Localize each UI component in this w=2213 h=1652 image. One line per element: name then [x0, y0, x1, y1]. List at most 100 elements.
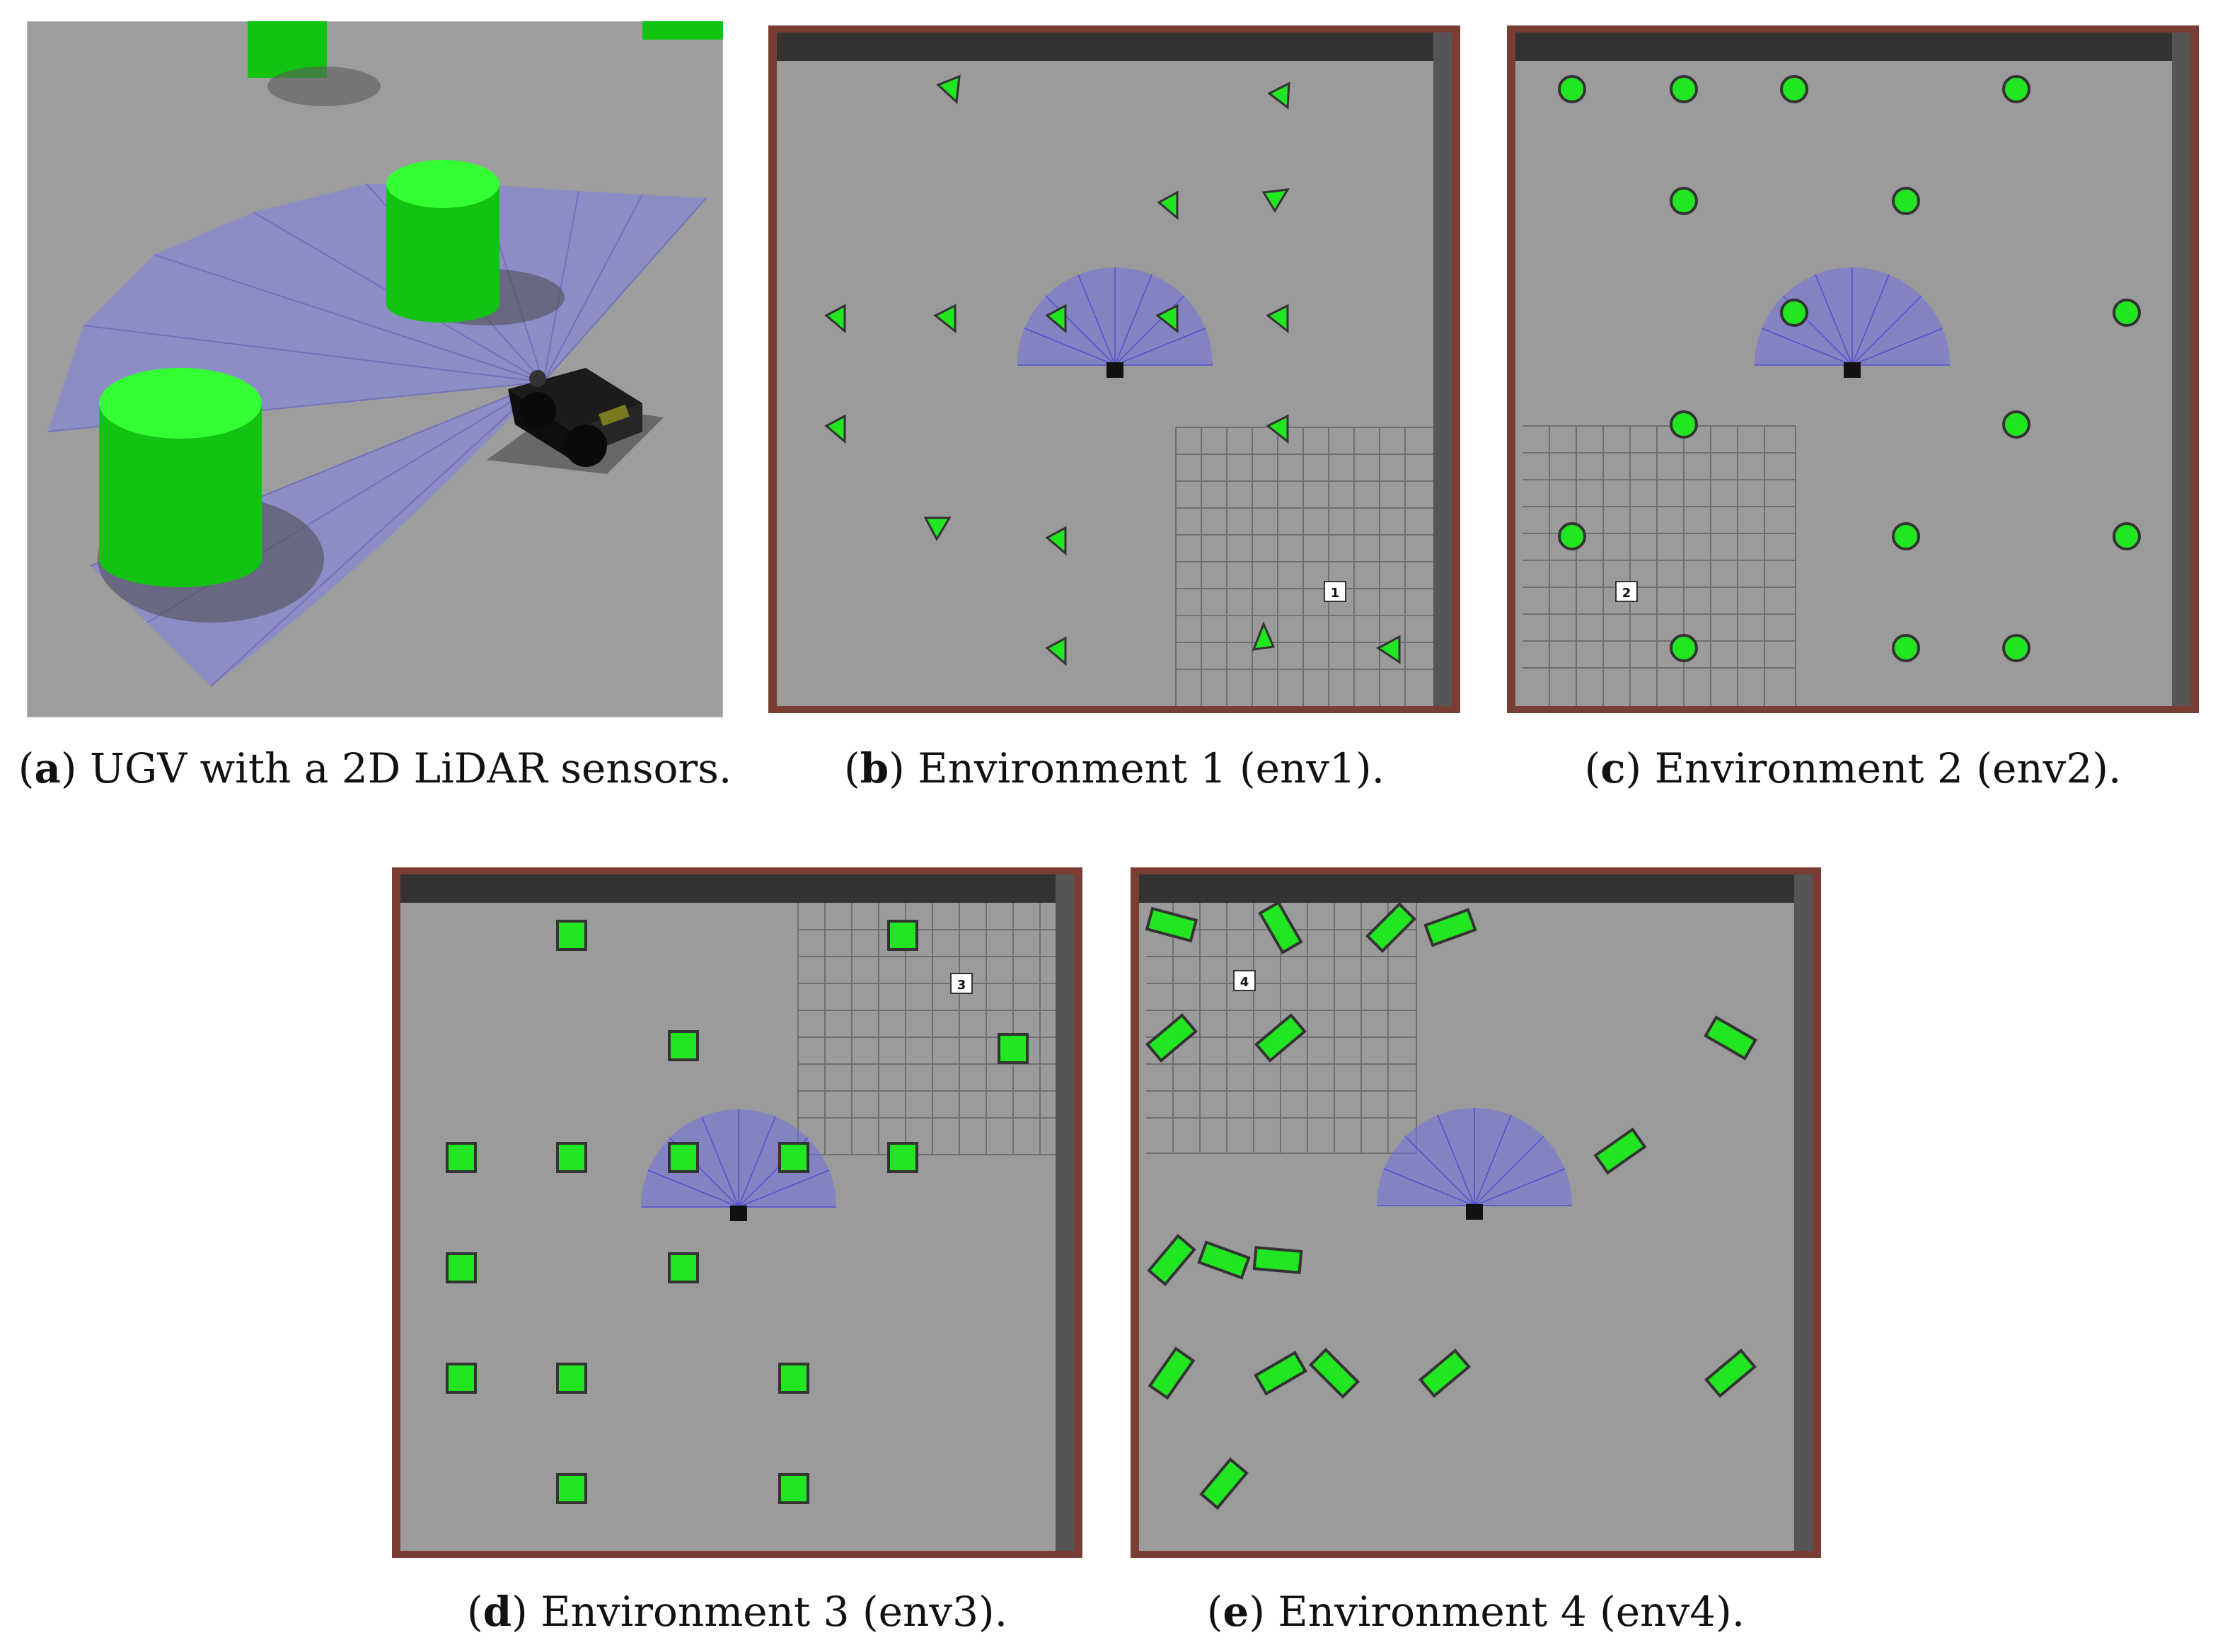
box-obstacle — [1418, 1348, 1471, 1398]
cylinder-obstacle — [1892, 634, 1920, 662]
cube-obstacle — [446, 1142, 477, 1173]
panel-e-image: 4 — [1131, 867, 1821, 1558]
cylinder-obstacle — [1558, 522, 1586, 550]
panel-tag: d — [483, 1588, 512, 1636]
panel-tag: b — [860, 744, 889, 792]
panel-c-image: 2 — [1507, 25, 2199, 713]
box-obstacle — [1258, 901, 1303, 954]
goal-marker — [950, 973, 973, 994]
cube-obstacle — [668, 1142, 699, 1173]
cylinder-obstacle — [1670, 75, 1698, 103]
goal-label: 1 — [1331, 586, 1340, 601]
box-obstacle — [1147, 1234, 1196, 1286]
cube-obstacle — [778, 1142, 809, 1173]
robot — [1466, 1204, 1483, 1220]
cube-obstacle — [556, 1473, 587, 1504]
caption-e: (e) Environment 4 (env4). — [1206, 1588, 1745, 1636]
cube-obstacle — [778, 1363, 809, 1394]
caption-a: (a) UGV with a 2D LiDAR sensors. — [18, 744, 732, 792]
cylinder-obstacle — [1670, 634, 1698, 662]
cube-obstacle — [887, 920, 918, 951]
env4-map: 4 — [1131, 867, 1821, 1558]
cylinder-obstacle — [1558, 75, 1586, 103]
cylinder-obstacle — [1780, 75, 1808, 103]
caption-d: (d) Environment 3 (env3). — [466, 1588, 1008, 1636]
triangle-obstacle — [1045, 526, 1067, 556]
cube-obstacle — [556, 1142, 587, 1173]
cylinder-obstacle — [1780, 299, 1808, 327]
cube-obstacle — [998, 1033, 1029, 1064]
triangle-obstacle — [1266, 304, 1289, 334]
box-obstacle — [1704, 1015, 1757, 1061]
triangle-obstacle — [1376, 635, 1401, 664]
ugv-scene — [27, 21, 723, 717]
triangle-obstacle — [1045, 304, 1067, 334]
caption-text: Environment 4 (env4). — [1278, 1588, 1745, 1636]
box-obstacle — [1593, 1127, 1647, 1175]
cylinder-obstacle — [2002, 634, 2030, 662]
caption-text: Environment 2 (env2). — [1654, 744, 2122, 792]
box-obstacle — [1197, 1240, 1251, 1280]
triangle-obstacle — [923, 516, 952, 542]
panel-tag: a — [34, 744, 61, 792]
cylinder-obstacle — [2002, 410, 2030, 439]
goal-marker — [1233, 970, 1256, 991]
triangle-obstacle — [1261, 188, 1290, 213]
env2-map: 2 — [1507, 25, 2199, 713]
panel-b-image: 1 — [768, 25, 1460, 713]
triangle-obstacle — [824, 304, 846, 334]
box-obstacle — [1145, 906, 1198, 943]
panel-a-image — [27, 21, 723, 717]
cube-obstacle — [556, 920, 587, 951]
triangle-obstacle — [1155, 304, 1179, 334]
triangle-obstacle — [1045, 636, 1067, 666]
box-obstacle — [1704, 1348, 1757, 1398]
robot — [1844, 362, 1861, 378]
goal-label: 4 — [1240, 975, 1249, 990]
box-obstacle — [1308, 1347, 1360, 1399]
robot — [730, 1206, 747, 1221]
caption-text: Environment 1 (env1). — [918, 744, 1385, 792]
env1-map: 1 — [768, 25, 1460, 713]
box-obstacle — [1145, 1013, 1198, 1063]
cube-obstacle — [446, 1252, 477, 1283]
goal-marker — [1615, 581, 1638, 602]
cube-obstacle — [446, 1363, 477, 1394]
cube-obstacle — [556, 1363, 587, 1394]
box-obstacle — [1199, 1457, 1249, 1510]
panel-d-image: 3 — [392, 867, 1082, 1558]
floor-grid — [1175, 427, 1433, 706]
cylinder-obstacle — [1670, 410, 1698, 439]
caption-c: (c) Environment 2 (env2). — [1584, 744, 2122, 792]
box-obstacle — [1423, 908, 1477, 947]
triangle-obstacle — [1266, 414, 1289, 444]
floor-grid — [1522, 425, 1796, 706]
goal-label: 3 — [957, 978, 966, 993]
box-obstacle — [1365, 901, 1417, 954]
box-obstacle — [1254, 1351, 1307, 1396]
triangle-obstacle — [824, 414, 846, 444]
panel-tag: e — [1223, 1588, 1249, 1636]
goal-marker — [1324, 581, 1346, 602]
cylinder-obstacle — [1670, 187, 1698, 215]
cylinder-obstacle — [1892, 522, 1920, 550]
caption-text: UGV with a 2D LiDAR sensors. — [90, 744, 732, 792]
cube-obstacle — [778, 1473, 809, 1504]
cube-obstacle — [887, 1142, 918, 1173]
cylinder-obstacle — [642, 21, 723, 40]
panel-tag: c — [1600, 744, 1626, 792]
robot — [1106, 362, 1123, 378]
cube-obstacle — [668, 1030, 699, 1061]
cylinder-obstacle — [2113, 522, 2141, 550]
box-obstacle — [1148, 1346, 1196, 1400]
triangle-obstacle — [1267, 81, 1290, 110]
triangle-obstacle — [1157, 190, 1179, 221]
cylinder-obstacle — [2002, 75, 2030, 103]
box-obstacle — [1252, 1246, 1303, 1274]
cylinder-obstacle — [1892, 187, 1920, 215]
floor-grid — [797, 903, 1056, 1155]
triangle-obstacle — [1252, 621, 1276, 651]
caption-text: Environment 3 (env3). — [541, 1588, 1008, 1636]
triangle-obstacle — [933, 304, 957, 334]
box-obstacle — [1254, 1013, 1307, 1063]
